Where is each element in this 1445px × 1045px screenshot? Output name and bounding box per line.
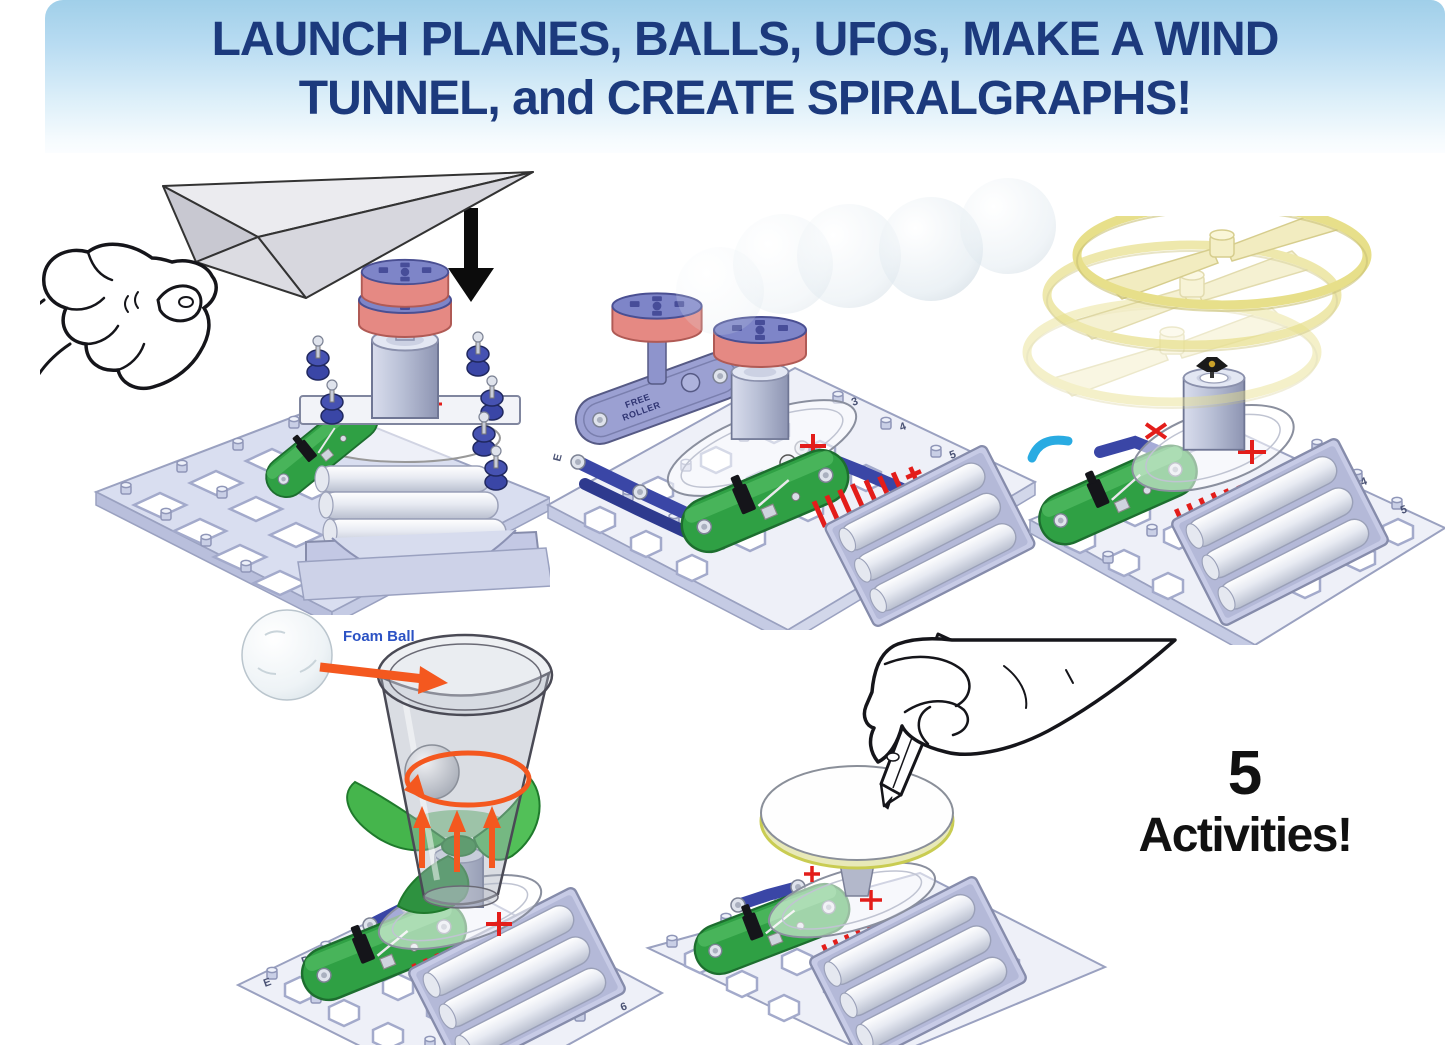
foam-ball (241, 609, 333, 701)
free-roller-arm: FREE ROLLER (574, 329, 746, 445)
activities-callout: 5 Activities! (1095, 742, 1395, 866)
image-crop-band (1062, 155, 1392, 216)
launch-motor (371, 328, 439, 419)
down-arrow-icon (448, 208, 494, 302)
red-contact-mark (804, 866, 820, 882)
banner-line-1: LAUNCH PLANES, BALLS, UFOs, MAKE A WIND (211, 13, 1280, 66)
turntable-disc (759, 765, 955, 870)
launch-motor (730, 362, 790, 440)
header-banner: LAUNCH PLANES, BALLS, UFOs, MAKE A WIND … (45, 0, 1445, 153)
grid-label-4: 4 (898, 420, 909, 434)
propeller-adapter (1196, 357, 1228, 378)
red-contact-mark (860, 890, 882, 910)
launch-disc-stack (358, 258, 452, 341)
panel-ufo-launcher: 3 4 5 (1020, 155, 1445, 645)
grid-label-6: 6 (619, 1000, 629, 1013)
battery-pack (297, 465, 550, 601)
panel-ball-launcher: E 3 4 5 6 FREE (545, 178, 1056, 630)
grid-label-5: 5 (948, 448, 958, 461)
activities-label: Activities! (1138, 809, 1353, 862)
grid-label-e: E (262, 976, 273, 990)
paper-airplane (162, 171, 534, 299)
grid-label-e: E (551, 453, 564, 463)
grid-label-3: 3 (850, 395, 860, 408)
launched-balls (676, 178, 1056, 335)
loop-arrow-icon (404, 750, 532, 808)
spin-motor (1182, 367, 1246, 451)
snap-wire (732, 881, 804, 911)
panel-wind-tunnel: D E 6 (235, 609, 665, 1045)
banner-line-2: TUNNEL, and CREATE SPIRALGRAPHS! (298, 72, 1192, 125)
foam-ball-label: Foam Ball (343, 628, 415, 645)
panel-spiralgraph (645, 632, 1177, 1045)
red-contact-mark (1144, 422, 1168, 440)
red-contact-mark (486, 912, 512, 936)
red-contact-mark (1238, 440, 1266, 464)
wind-tunnel-cup (376, 633, 554, 909)
right-arrow-icon (319, 662, 448, 694)
activities-count: 5 (1227, 739, 1263, 808)
motion-swoosh-icon (1027, 435, 1073, 463)
panel-plane-launcher (40, 171, 550, 615)
grid-label-4: 4 (1359, 475, 1370, 489)
grid-label-5: 5 (1399, 503, 1409, 516)
drawing-hand (862, 637, 1177, 764)
throwing-hand (40, 242, 218, 391)
